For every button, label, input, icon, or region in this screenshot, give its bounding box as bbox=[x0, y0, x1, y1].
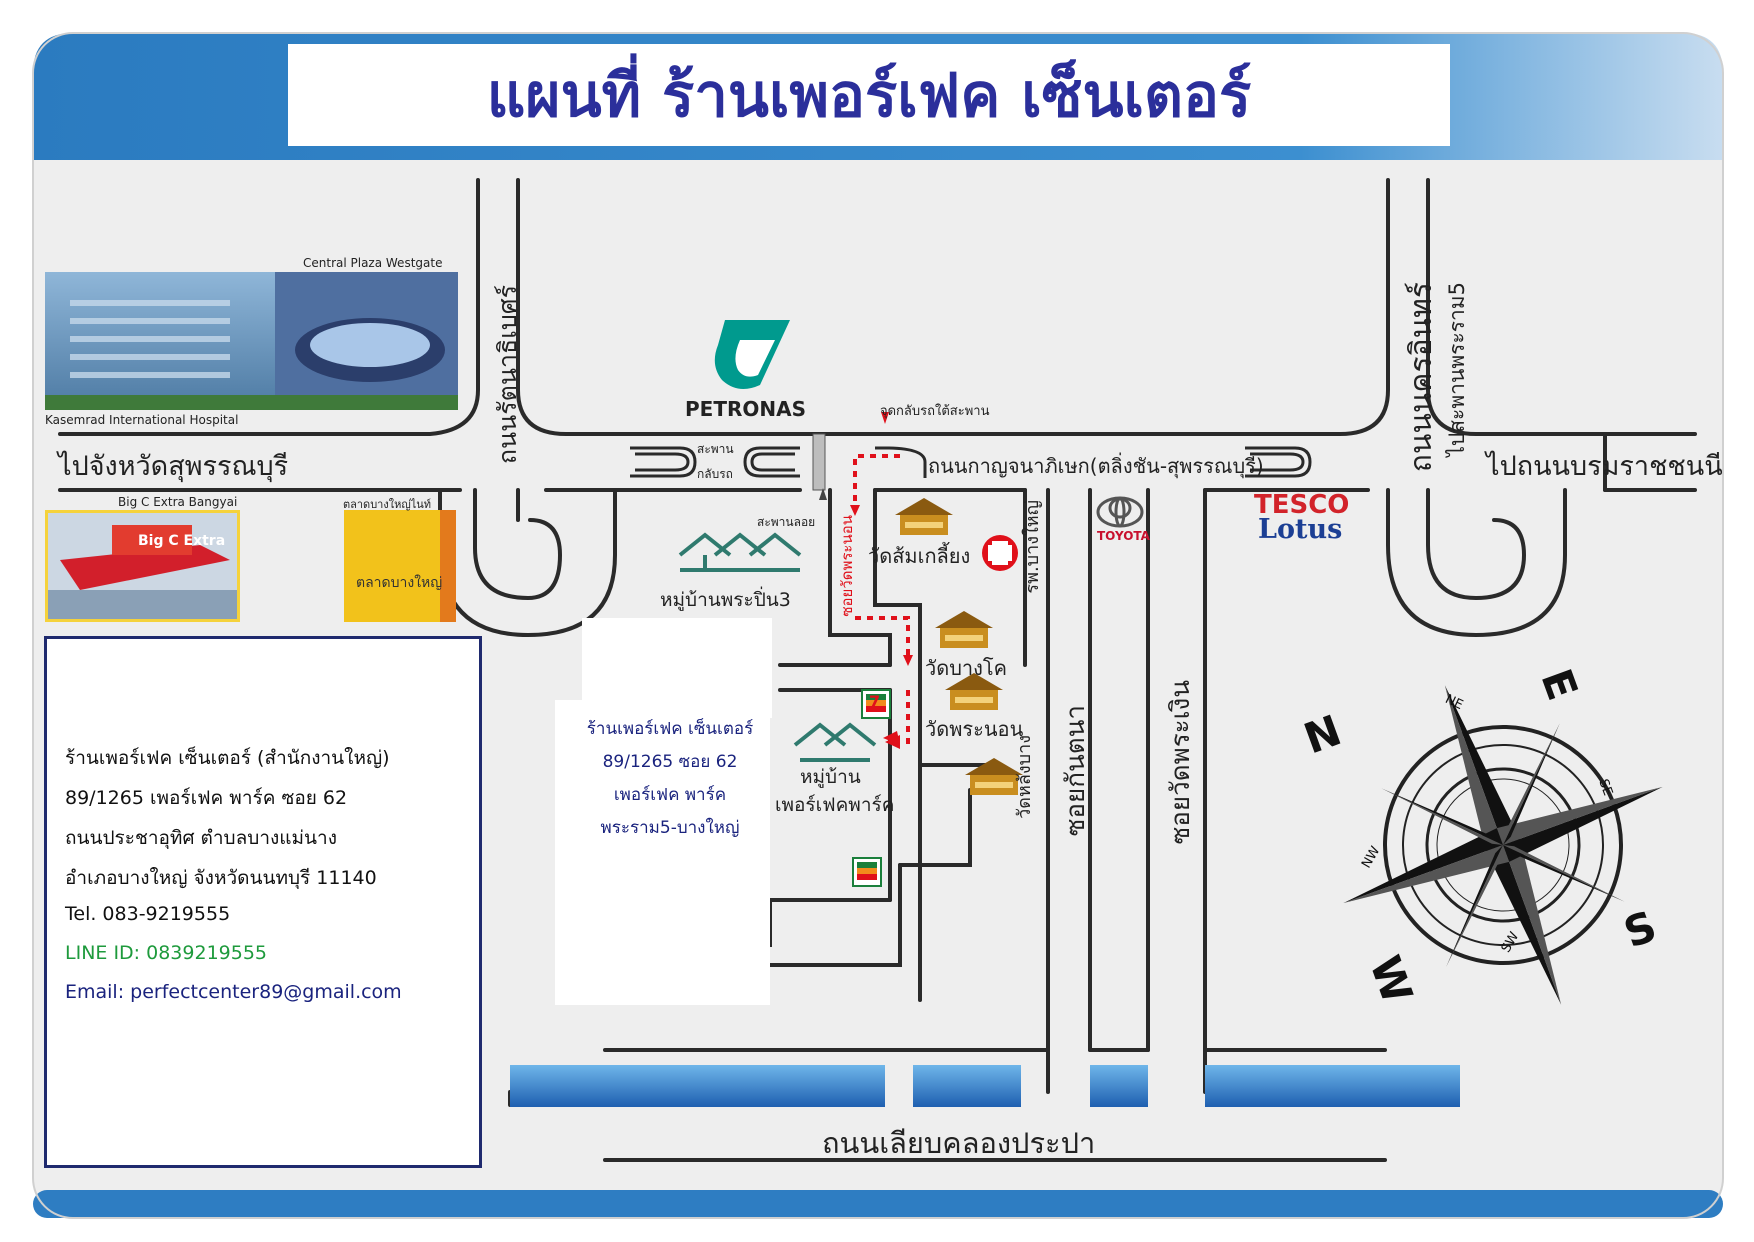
route-path[interactable] bbox=[853, 454, 910, 750]
road-network bbox=[58, 178, 1697, 1162]
u-turn-bridge-label-2: กลับรถ bbox=[697, 467, 733, 481]
footbridge-label: สะพานลอย bbox=[757, 515, 816, 529]
info-shop-name: ร้านเพอร์เฟค เซ็นเตอร์ (สำนักงานใหญ่) bbox=[65, 747, 390, 769]
wat-som-kliang-label: วัดส้มเกลี้ยง bbox=[868, 544, 971, 568]
info-address-2: ถนนประชาอุทิศ ตำบลบางแม่นาง bbox=[65, 827, 337, 849]
petronas-logo-icon bbox=[714, 320, 790, 389]
lotus-label: Lotus bbox=[1258, 514, 1343, 545]
info-tel[interactable]: Tel. 083-9219555 bbox=[65, 903, 231, 925]
info-address-1: 89/1265 เพอร์เฟค พาร์ค ซอย 62 bbox=[65, 787, 348, 809]
tesco-label: TESCO bbox=[1254, 490, 1350, 520]
road-label-soi-wat-phra-ngoen: ซอยวัดพระเงิน bbox=[1166, 680, 1196, 845]
bigc-label: Big C Extra Bangyai bbox=[118, 495, 238, 509]
village-perfect-label-1: หมู่บ้าน bbox=[800, 766, 861, 788]
village-phrapin-icon bbox=[678, 532, 802, 572]
temple-som-kliang-icon bbox=[895, 498, 953, 535]
shop-callout-bg-2 bbox=[555, 700, 770, 1005]
info-email[interactable]: Email: perfectcenter89@gmail.com bbox=[65, 981, 402, 1003]
road-label-to-suphanburi: ไปจังหวัดสุพรรณบุรี bbox=[58, 451, 289, 482]
contact-info-box: ร้านเพอร์เฟค เซ็นเตอร์ (สำนักงานใหญ่) 89… bbox=[44, 636, 482, 1168]
bridge-pillar bbox=[812, 433, 826, 491]
shop-location-marker-icon[interactable] bbox=[883, 731, 900, 745]
kasemrad-label: Kasemrad International Hospital bbox=[45, 413, 239, 427]
bangyai-market-label: ตลาดบางใหญ่ไนท์ bbox=[343, 498, 432, 511]
bigc-photo bbox=[45, 510, 240, 622]
petronas-label: PETRONAS bbox=[685, 397, 806, 421]
central-plaza-kasemrad-photo bbox=[45, 272, 458, 410]
road-label-kanchanaphisek: ถนนกาญจนาภิเษก(ตลิ่งชัน-สุพรรณบุรี) bbox=[928, 454, 1264, 478]
hospital-cross-icon bbox=[982, 535, 1018, 571]
seven-eleven-label: 7 bbox=[869, 692, 881, 711]
toyota-logo-icon bbox=[1096, 496, 1144, 528]
temple-lang-bang-icon bbox=[965, 758, 1023, 795]
info-address-3: อำเภอบางใหญ่ จังหวัดนนทบุรี 11140 bbox=[65, 867, 377, 889]
road-label-soi-wat-phra-non: ซอยวัดพระนอน bbox=[838, 515, 856, 617]
shop-callout-line-1: ร้านเพอร์เฟค เซ็นเตอร์ bbox=[586, 719, 754, 739]
wat-phra-non-label: วัดพระนอน bbox=[925, 717, 1024, 741]
road-label-khlong-prapa: ถนนเลียบคลองประปา bbox=[822, 1126, 1096, 1160]
toyota-label: TOYOTA bbox=[1097, 529, 1150, 543]
bangyai-market-photo bbox=[344, 510, 456, 622]
seven-eleven-logo-2-icon bbox=[852, 857, 882, 887]
title-banner: แผนที่ ร้านเพอร์เฟค เซ็นเตอร์ bbox=[288, 44, 1450, 146]
seven-eleven-logo-icon bbox=[861, 689, 891, 719]
bigc-logo-text: Big C Extra bbox=[138, 533, 226, 549]
road-label-to-borommaratchachonnani: ไปถนนบรมราชชนนี bbox=[1486, 451, 1723, 482]
u-turn-bridge-label-1: สะพาน bbox=[697, 442, 734, 456]
temple-phra-non-icon bbox=[945, 673, 1003, 710]
shop-callout-line-3: เพอร์เฟค พาร์ค bbox=[613, 785, 727, 805]
temple-icons bbox=[895, 498, 1023, 795]
village-phrapin-label: หมู่บ้านพระปิ่น3 bbox=[660, 589, 791, 611]
road-label-nakhon-in: ถนนนครอินทร์ bbox=[1404, 282, 1439, 473]
wat-bang-kho-label: วัดบางโค bbox=[925, 656, 1008, 680]
temple-bang-kho-icon bbox=[935, 611, 993, 648]
bangyai-market-logo-text: ตลาดบางใหญ่ bbox=[356, 575, 443, 591]
road-label-soi-kan-tana: ซอยกันตนา bbox=[1061, 705, 1091, 837]
wat-lang-bang-label: วัดหลังบาง bbox=[1014, 735, 1035, 819]
road-label-rattanathibet: ถนนรัตนาธิเบศร์ bbox=[493, 285, 522, 465]
u-turn-under-bridge-label: จุดกลับรถใต้สะพาน bbox=[880, 404, 990, 419]
road-label-rama5-bridge: ไปสะพานพระราม5 bbox=[1445, 282, 1469, 457]
hospital-bangyai-label: รพ.บางใหญ่ bbox=[1022, 500, 1043, 594]
shop-callout-line-4: พระราม5-บางใหญ่ bbox=[600, 818, 740, 838]
canal-water bbox=[510, 1065, 1460, 1107]
compass-rose-icon bbox=[1343, 685, 1663, 1005]
page-title: แผนที่ ร้านเพอร์เฟค เซ็นเตอร์ bbox=[486, 60, 1252, 131]
shop-callout-line-2: 89/1265 ซอย 62 bbox=[602, 752, 738, 772]
central-plaza-label: Central Plaza Westgate bbox=[303, 256, 443, 270]
village-perfect-icon bbox=[793, 722, 877, 762]
info-line-id[interactable]: LINE ID: 0839219555 bbox=[65, 942, 268, 964]
u-turn-symbols bbox=[630, 446, 1312, 478]
village-perfect-label-2: เพอร์เฟคพาร์ค bbox=[775, 794, 895, 816]
